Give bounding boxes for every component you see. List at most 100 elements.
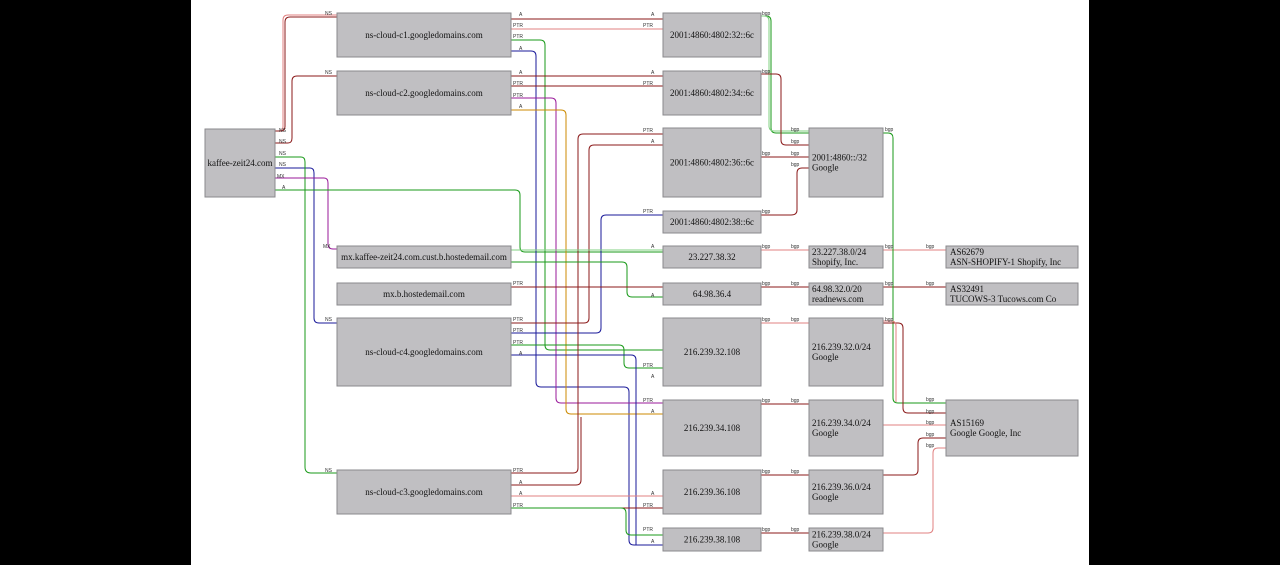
edge-label-ip23-a: A (651, 244, 655, 250)
edge-label-216-36-a: A (651, 491, 655, 497)
node-ip6-38[interactable]: 2001:4860:4802:38::6c (662, 210, 762, 234)
node-kaffee[interactable]: kaffee-zeit24.com (204, 128, 276, 198)
node-ip6-36[interactable]: 2001:4860:4802:36::6c (662, 127, 762, 198)
dns-diagram-canvas: kaffee-zeit24.com ns-cloud-c1.googledoma… (191, 0, 1089, 565)
node-label: Google (812, 428, 839, 438)
edge-mx (275, 177, 337, 250)
node-ns-c1[interactable]: ns-cloud-c1.googledomains.com (336, 12, 512, 58)
node-box (945, 282, 1079, 306)
node-label: 2001:4860::/32 (812, 153, 867, 163)
node-ip-216-36[interactable]: 216.239.36.108 (662, 469, 762, 515)
node-box (662, 127, 762, 198)
node-ip6-32[interactable]: 2001:4860:4802:32::6c (662, 12, 762, 58)
node-box (808, 527, 884, 552)
edge-label-ip6-38-ptr: PTR (643, 209, 653, 215)
node-label: 23.227.38.32 (688, 252, 735, 262)
edge-label-c2-a2: A (519, 104, 523, 110)
edge-a-kaffee (275, 189, 663, 253)
edge-c4-ptr-ip6-38 (511, 214, 663, 334)
edge-label-bgp-as-tucows: bgp (926, 281, 935, 287)
edge-label-bgp-ip6-36: bgp (762, 151, 771, 157)
edge-label-ip6-32-ptr: PTR (643, 23, 653, 29)
node-ip-64[interactable]: 64.98.36.4 (662, 282, 762, 306)
node-ip-216-32[interactable]: 216.239.32.108 (662, 317, 762, 387)
node-label: kaffee-zeit24.com (207, 158, 272, 168)
node-box (336, 469, 512, 515)
node-label: AS62679 (950, 247, 985, 257)
edge-labels-layer: NS NS NS NS NS NS MX A MX NS NS A PTR PT… (277, 11, 935, 545)
node-box (662, 527, 762, 552)
node-label: ns-cloud-c1.googledomains.com (365, 30, 482, 40)
node-label: Google (812, 352, 839, 362)
node-label: 2001:4860:4802:36::6c (670, 158, 754, 168)
edge-label-bgp-pfx-216-32: bgp (885, 317, 894, 323)
edge-c3-ptr-216-38 (511, 507, 663, 536)
edge-label-c2-a: A (519, 70, 523, 76)
node-ns-c3[interactable]: ns-cloud-c3.googledomains.com (336, 469, 512, 515)
edge-label-a-kaffee: A (282, 185, 286, 191)
edge-c1-a-216-32 (511, 39, 663, 351)
edge-label-bgp-pfx-readnews: bgp (885, 281, 894, 287)
node-box (336, 282, 512, 306)
edge-label-c3-a2: A (519, 491, 523, 497)
node-label: mx.kaffee-zeit24.com.cust.b.hostedemail.… (341, 252, 507, 262)
node-mx-kaffee[interactable]: mx.kaffee-zeit24.com.cust.b.hostedemail.… (336, 245, 512, 269)
edge-label-ip64-a: A (651, 293, 655, 299)
node-label: 216.239.36.0/24 (812, 482, 871, 492)
edge-label-ns-kaffee-2: NS (279, 139, 287, 145)
node-label: ns-cloud-c4.googledomains.com (365, 347, 482, 357)
node-box (808, 245, 884, 269)
node-box (204, 128, 276, 198)
node-label: Google (812, 540, 839, 550)
edge-label-216-36-ptr: PTR (643, 503, 653, 509)
node-label: 216.239.38.0/24 (812, 530, 871, 540)
node-ip-216-38[interactable]: 216.239.38.108 (662, 527, 762, 552)
node-box (336, 317, 512, 387)
edge-label-bgp-216-36: bgp (762, 469, 771, 475)
node-label: AS15169 (950, 418, 985, 428)
node-label: TUCOWS-3 Tucows.com Co (950, 294, 1057, 304)
edge-label-c4-a: A (519, 351, 523, 357)
nodes-layer: kaffee-zeit24.com ns-cloud-c1.googledoma… (204, 12, 1079, 552)
edge-label-216-38-ptr: PTR (643, 527, 653, 533)
edge-label-bgp-216-38b: bgp (791, 527, 800, 533)
edge-c3-ptr-ip6-36 (511, 133, 663, 474)
edge-label-ip6-32-a: A (651, 12, 655, 18)
node-label: ns-cloud-c2.googledomains.com (365, 88, 482, 98)
node-label: 64.98.32.0/20 (812, 284, 862, 294)
node-box (336, 70, 512, 116)
edge-label-c2-ptr: PTR (513, 81, 523, 87)
edge-label-bgp-as-shopify: bgp (926, 244, 935, 250)
node-box (808, 127, 884, 198)
node-box (808, 317, 884, 387)
node-ip6-34[interactable]: 2001:4860:4802:34::6c (662, 70, 762, 116)
node-box (662, 12, 762, 58)
edge-label-ns-kaffee-1: NS (279, 128, 287, 134)
edge-label-c1-a2: A (519, 46, 523, 52)
node-ip-216-34[interactable]: 216.239.34.108 (662, 399, 762, 457)
node-ns-c2[interactable]: ns-cloud-c2.googledomains.com (336, 70, 512, 116)
node-label: Shopify, Inc. (812, 257, 858, 267)
node-box (662, 469, 762, 515)
edge-label-ns-c4: NS (325, 317, 333, 323)
edge-label-216-38-a: A (651, 539, 655, 545)
node-ip-23[interactable]: 23.227.38.32 (662, 245, 762, 269)
edge-c4-a-216-38 (511, 354, 637, 545)
node-box (336, 245, 512, 269)
edge-label-c4-ptr3: PTR (513, 340, 523, 346)
node-ns-c4[interactable]: ns-cloud-c4.googledomains.com (336, 317, 512, 387)
node-box (945, 245, 1079, 269)
node-mx-b[interactable]: mx.b.hostedemail.com (336, 282, 512, 306)
node-label: 216.239.34.108 (684, 423, 741, 433)
edge-as-216-32 (883, 322, 946, 414)
